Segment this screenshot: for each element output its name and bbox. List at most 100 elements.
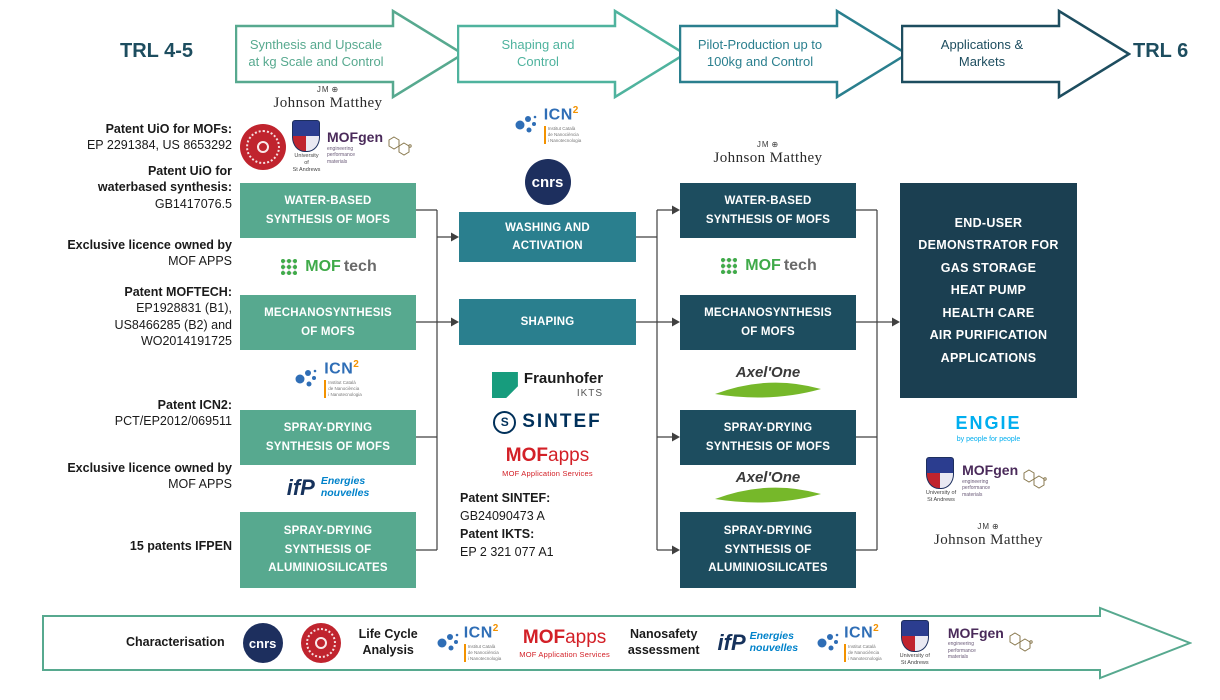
licence-title: Exclusive licence owned by [67, 238, 232, 252]
icn2-caption: Institut Català de Nanociència i Nanotec… [324, 379, 362, 398]
patent-note-moftech: Patent MOFTECH: EP1928831 (B1), US846628… [16, 284, 232, 349]
ifp-subtitle: Energies nouvelles [750, 631, 798, 654]
sintef-logo: S SINTEF [459, 406, 636, 438]
jm-symbol-icon: ⊕ [991, 522, 1000, 531]
licence-body: MOF APPS [168, 477, 232, 492]
process-box-mechanosynthesis-col3: MECHANOSYNTHESIS OF MOFS [680, 295, 856, 350]
mofgen-text: MOFgen engineering performance materials [962, 462, 1018, 499]
seal-core [257, 141, 269, 153]
axelone-wordmark: Axel'One [735, 364, 801, 381]
mofapps-mof-text: MOF [505, 444, 548, 466]
jm-wordmark: Johnson Matthey [934, 532, 1043, 548]
patent-body: GB1417076.5 [154, 196, 232, 211]
partner-logo-row: University of St Andrews MOFgen engineer… [240, 118, 416, 176]
university-of-oslo-seal-icon [240, 124, 286, 170]
process-box-spray-drying-aluminiosilicates-col1: SPRAY-DRYING SYNTHESIS OF ALUMINIOSILICA… [240, 512, 416, 588]
process-box-label: SPRAY-DRYING SYNTHESIS OF ALUMINIOSILICA… [708, 525, 828, 575]
icn2-two-text: 2 [873, 623, 879, 635]
icn2-caption: Institut Català de Nanociència i Nanotec… [844, 643, 882, 662]
jm-monogram-icon: JM⊕ [757, 141, 779, 149]
moftech-tech-text: tech [783, 257, 817, 274]
mofapps-wordmark: MOFapps [523, 627, 606, 649]
process-box-washing-activation: WASHING AND ACTIVATION [459, 212, 636, 262]
johnson-matthey-logo: JM⊕ Johnson Matthey [680, 138, 856, 170]
axelone-logo: Axel'One [680, 360, 856, 404]
cnrs-logo: cnrs [459, 156, 636, 208]
banner-content-row: Characterisation cnrs Life Cycle Analysi… [126, 614, 1072, 672]
jm-mark-text: JM [756, 140, 770, 149]
sintef-s-text: S [500, 415, 509, 429]
patent-title: Patent MOFTECH: [124, 285, 232, 299]
engie-wordmark: ENGIE [955, 413, 1022, 433]
mof-lattice-icon [281, 259, 298, 275]
fraunhofer-ikts-logo: Fraunhofer IKTS [459, 366, 636, 404]
nanoparticle-dots-icon [515, 115, 537, 133]
hexagon-molecule-icon [1009, 632, 1033, 652]
trl-6-label: TRL 6 [1133, 40, 1189, 62]
university-of-oslo-seal-icon [300, 623, 341, 663]
icn2-logo: ICN2 Institut Català de Nanociència i Na… [436, 623, 501, 662]
jm-wordmark: Johnson Matthey [273, 95, 383, 111]
icn2-two-text: 2 [492, 623, 499, 635]
mofgen-logo: MOFgen engineering performance materials [327, 129, 416, 166]
patent-note-sintef-ikts: Patent SINTEF: GB24090473 A Patent IKTS:… [460, 489, 637, 562]
icn2-icn-text: ICN [324, 360, 354, 378]
nanoparticle-dots-icon [295, 369, 317, 387]
icn2-text: ICN2 Institut Català de Nanociència i Na… [463, 623, 501, 662]
seal-ring [246, 130, 280, 164]
mofgen-tagline: engineering performance materials [947, 641, 976, 661]
hexagon-molecule-icon [388, 136, 412, 156]
licence-title: Exclusive licence owned by [67, 461, 232, 475]
icn2-two-text: 2 [353, 359, 359, 371]
mofapps-mof-text: MOF [522, 627, 566, 648]
cnrs-circle-icon: cnrs [524, 159, 571, 205]
green-swoosh-icon [715, 382, 821, 398]
johnson-matthey-logo: JM⊕ Johnson Matthey [900, 518, 1077, 554]
patent-note-ifpen: 15 patents IFPEN [16, 538, 232, 554]
block-arrow-icon [901, 8, 1131, 100]
patent-note-uio-mofs: Patent UiO for MOFs: EP 2291384, US 8653… [16, 121, 232, 154]
icn2-logo: ICN2 Institut Català de Nanociència i Na… [816, 624, 882, 662]
jm-mark-text: JM [977, 522, 990, 531]
mofapps-apps-text: apps [548, 444, 590, 466]
moftech-tech-text: tech [343, 258, 377, 275]
end-user-demonstrator-box: END-USER DEMONSTRATOR FOR GAS STORAGE HE… [900, 183, 1077, 398]
ifpen-logo: ifP Energies nouvelles [718, 631, 799, 654]
mofgen-wordmark: MOFgen [962, 461, 1019, 478]
icn2-logo: ICN2 Institut Català de Nanociència i Na… [240, 356, 416, 402]
mofgen-wordmark: MOFgen [947, 625, 1004, 642]
stage-arrow-synthesis-upscale: Synthesis and Upscale at kg Scale and Co… [235, 8, 465, 100]
patent-title: Patent SINTEF: [460, 491, 551, 505]
block-arrow-icon [235, 8, 465, 100]
axelone-mark: Axel'One [713, 362, 823, 402]
johnson-matthey-logo: JM⊕ Johnson Matthey [240, 84, 416, 114]
jm-wordmark: Johnson Matthey [713, 150, 823, 166]
process-box-label: SPRAY-DRYING SYNTHESIS OF MOFS [265, 422, 391, 453]
mofgen-wordmark: MOFgen [327, 128, 383, 145]
cnrs-wordmark: cnrs [248, 635, 277, 651]
nanoparticle-dots-icon [437, 633, 459, 651]
end-user-label: END-USER DEMONSTRATOR FOR GAS STORAGE HE… [918, 215, 1059, 365]
process-box-label: MECHANOSYNTHESIS OF MOFS [264, 307, 392, 338]
hexagon-molecule-icon [1023, 469, 1047, 489]
ifp-sub-line1: Energies [749, 630, 794, 643]
fraunhofer-wordmark: Fraunhofer [523, 370, 604, 388]
ifp-sub-line2: nouvelles [320, 487, 370, 499]
process-box-waterbased-synthesis-col1: WATER-BASED SYNTHESIS OF MOFS [240, 183, 416, 238]
fraunhofer-block-icon [491, 372, 518, 398]
ifp-sub-line1: Energies [320, 475, 366, 488]
process-box-label: WASHING AND ACTIVATION [505, 221, 590, 252]
st-andrews-logo: University of St Andrews [925, 456, 956, 504]
mofgen-tagline: engineering performance materials [962, 478, 991, 498]
process-box-spray-drying-mofs-col1: SPRAY-DRYING SYNTHESIS OF MOFS [240, 410, 416, 465]
jm-symbol-icon: ⊕ [771, 140, 780, 149]
mofgen-text: MOFgen engineering performance materials [327, 129, 383, 166]
characterisation-label: Characterisation [126, 635, 225, 650]
process-box-shaping: SHAPING [459, 299, 636, 345]
life-cycle-analysis-label: Life Cycle Analysis [358, 627, 418, 657]
block-arrow-icon [457, 8, 687, 100]
ifpen-logo: ifP Energies nouvelles [240, 468, 416, 508]
mofapps-wordmark: MOFapps [506, 445, 589, 467]
icn2-wordmark: ICN2 [544, 106, 579, 123]
